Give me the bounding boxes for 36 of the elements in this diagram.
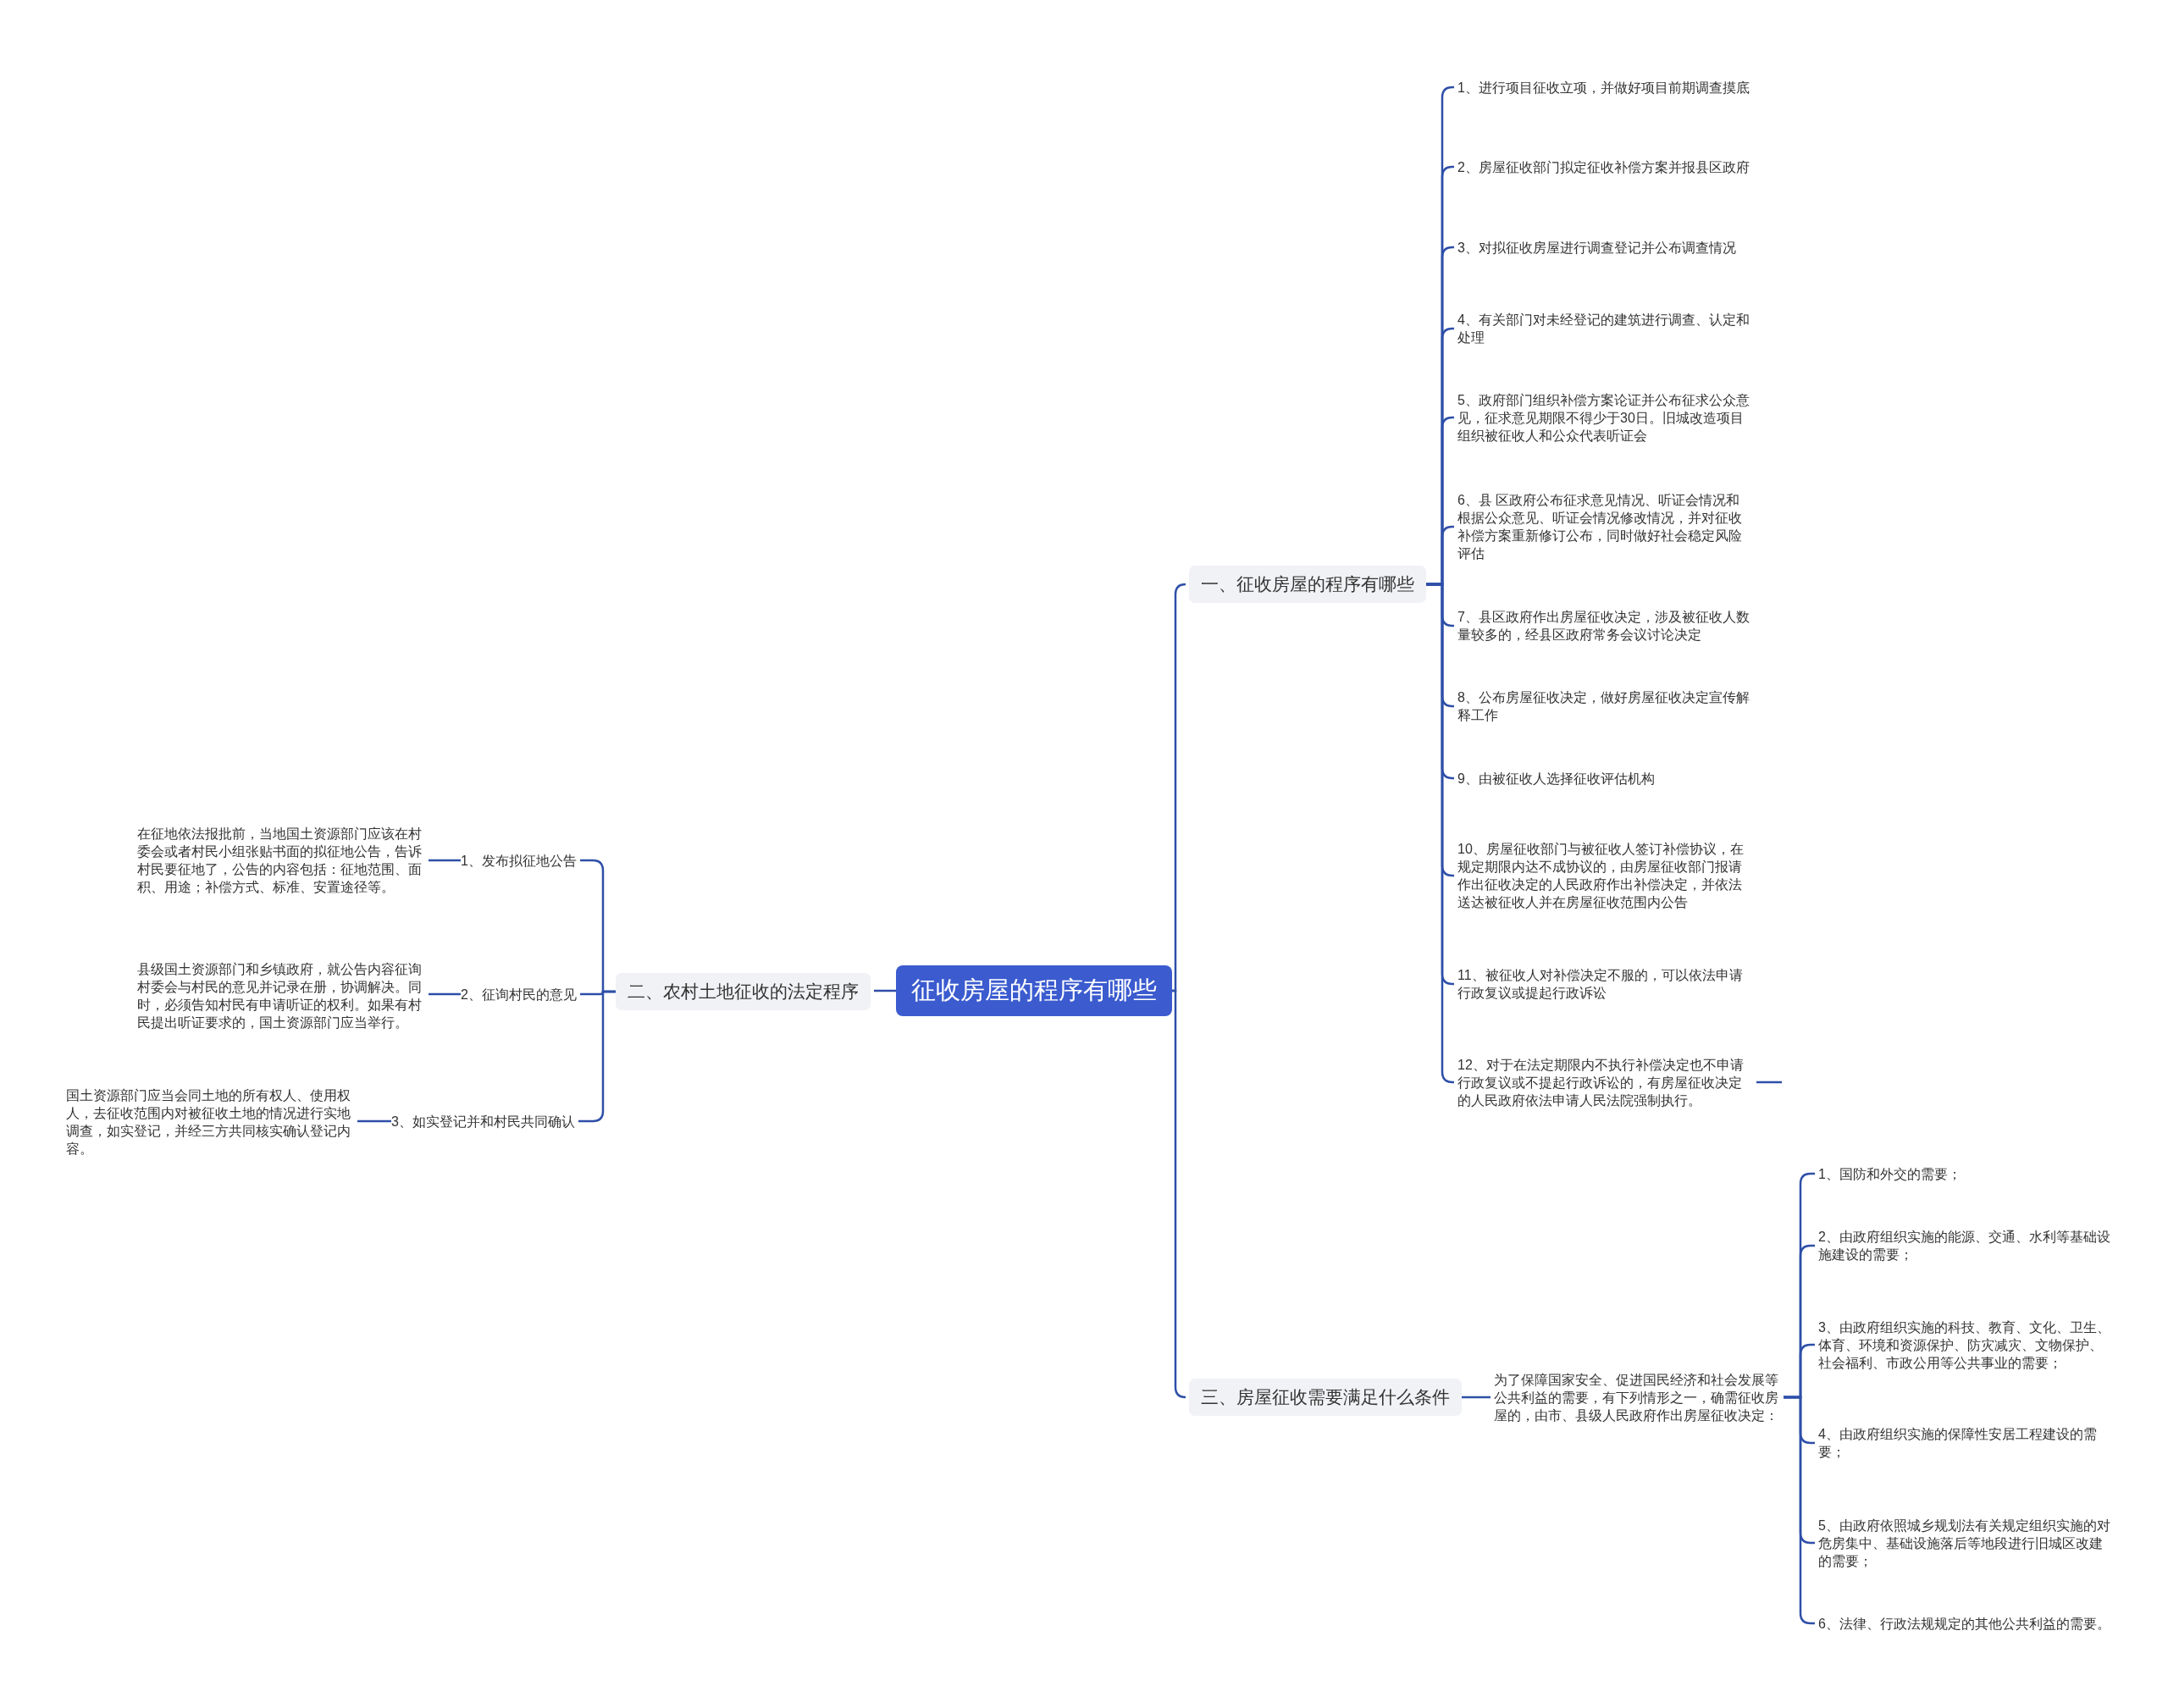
- connector-line: [1462, 1396, 1490, 1399]
- detail-text: 为了保障国家安全、促进国民经济和社会发展等公共利益的需要，有下列情形之一，确需征收房屋的，由市、县级人民政府作出房屋征收决定：: [1494, 1370, 1784, 1424]
- detail-text: 在征地依法报批前，当地国土资源部门应该在村委会或者村民小组张贴书面的拟征地公告，告诉村民要征地了，公告的内容包括：征地范围、面积、用途；补偿方式、标准、安置途径等。: [137, 825, 425, 896]
- detail-text: 4、由政府组织实施的保障性安居工程建设的需要；: [1818, 1425, 2110, 1461]
- detail-text: 县级国土资源部门和乡镇政府，就公告内容征询村委会与村民的意见并记录在册，协调解决。同时，必须告知村民有申请听证的权利。如果有村民提出听证要求的，国土资源部门应当举行。: [137, 960, 425, 1031]
- detail-text: 1、进行项目征收立项，并做好项目前期调查摸底: [1457, 78, 1750, 97]
- detail-text: 6、法律、行政法规规定的其他公共利益的需要。: [1818, 1614, 2110, 1633]
- detail-text: 国土资源部门应当会同土地的所有权人、使用权人，去征收范围内对被征收土地的情况进行实地调查，如实登记，并经三方共同核实确认登记内容。: [66, 1086, 354, 1158]
- connector-line: [357, 1119, 391, 1123]
- detail-text: 2、房屋征收部门拟定征收补偿方案并报县区政府: [1457, 158, 1750, 176]
- detail-text: 3、对拟征收房屋进行调查登记并公布调查情况: [1457, 238, 1750, 257]
- connector-line: [429, 859, 461, 862]
- subtopic-text: 3、如实登记并和村民共同确认: [391, 1112, 575, 1130]
- central-topic-box: 征收房屋的程序有哪些: [896, 965, 1172, 1016]
- connector-line: [1171, 989, 1187, 1399]
- detail-text: 5、由政府依照城乡规划法有关规定组织实施的对危房集中、基础设施落后等地段进行旧城区改建的需要；: [1818, 1516, 2110, 1570]
- subtopic-text: 1、发布拟征地公告: [461, 851, 577, 870]
- topic-box: 三、房屋征收需要满足什么条件: [1189, 1379, 1462, 1416]
- subtopic-text: 2、征询村民的意见: [461, 985, 577, 1003]
- detail-text: 7、县区政府作出房屋征收决定，涉及被征收人数量较多的，经县区政府常务会议讨论决定: [1457, 608, 1750, 644]
- topic-box: 二、农村土地征收的法定程序: [616, 973, 871, 1010]
- detail-text: 8、公布房屋征收决定，做好房屋征收决定宣传解释工作: [1457, 688, 1750, 724]
- stub-line: [1756, 1081, 1782, 1084]
- detail-text: 10、房屋征收部门与被征收人签订补偿协议，在规定期限内达不成协议的，由房屋征收部门报请作出征收决定的人民政府作出补偿决定，并依法送达被征收人并在房屋征收范围内公告: [1457, 840, 1750, 911]
- detail-text: 5、政府部门组织补偿方案论证并公布征求公众意见，征求意见期限不得少于30日。旧城改造项目组织被征收人和公众代表听证会: [1457, 390, 1750, 445]
- connector-line: [429, 992, 461, 996]
- detail-text: 3、由政府组织实施的科技、教育、文化、卫生、体育、环境和资源保护、防灾减灾、文物保护、社会福利、市政公用等公共事业的需要；: [1818, 1318, 2110, 1372]
- detail-text: 11、被征收人对补偿决定不服的，可以依法申请行政复议或提起行政诉讼: [1457, 966, 1750, 1002]
- detail-text: 12、对于在法定期限内不执行补偿决定也不申请行政复议或不提起行政诉讼的，有房屋征收决定的人民政府依法申请人民法院强制执行。: [1457, 1055, 1750, 1109]
- connector-line: [874, 989, 896, 992]
- detail-text: 6、县 区政府公布征求意见情况、听证会情况和根据公众意见、听证会情况修改情况，并对征收补偿方案重新修订公布，同时做好社会稳定风险评估: [1457, 491, 1750, 562]
- detail-text: 2、由政府组织实施的能源、交通、水利等基础设施建设的需要；: [1818, 1228, 2110, 1263]
- detail-text: 1、国防和外交的需要；: [1818, 1164, 2110, 1183]
- detail-text: 9、由被征收人选择征收评估机构: [1457, 769, 1750, 788]
- topic-box: 一、征收房屋的程序有哪些: [1189, 566, 1426, 603]
- detail-text: 4、有关部门对未经登记的建筑进行调查、认定和处理: [1457, 311, 1750, 346]
